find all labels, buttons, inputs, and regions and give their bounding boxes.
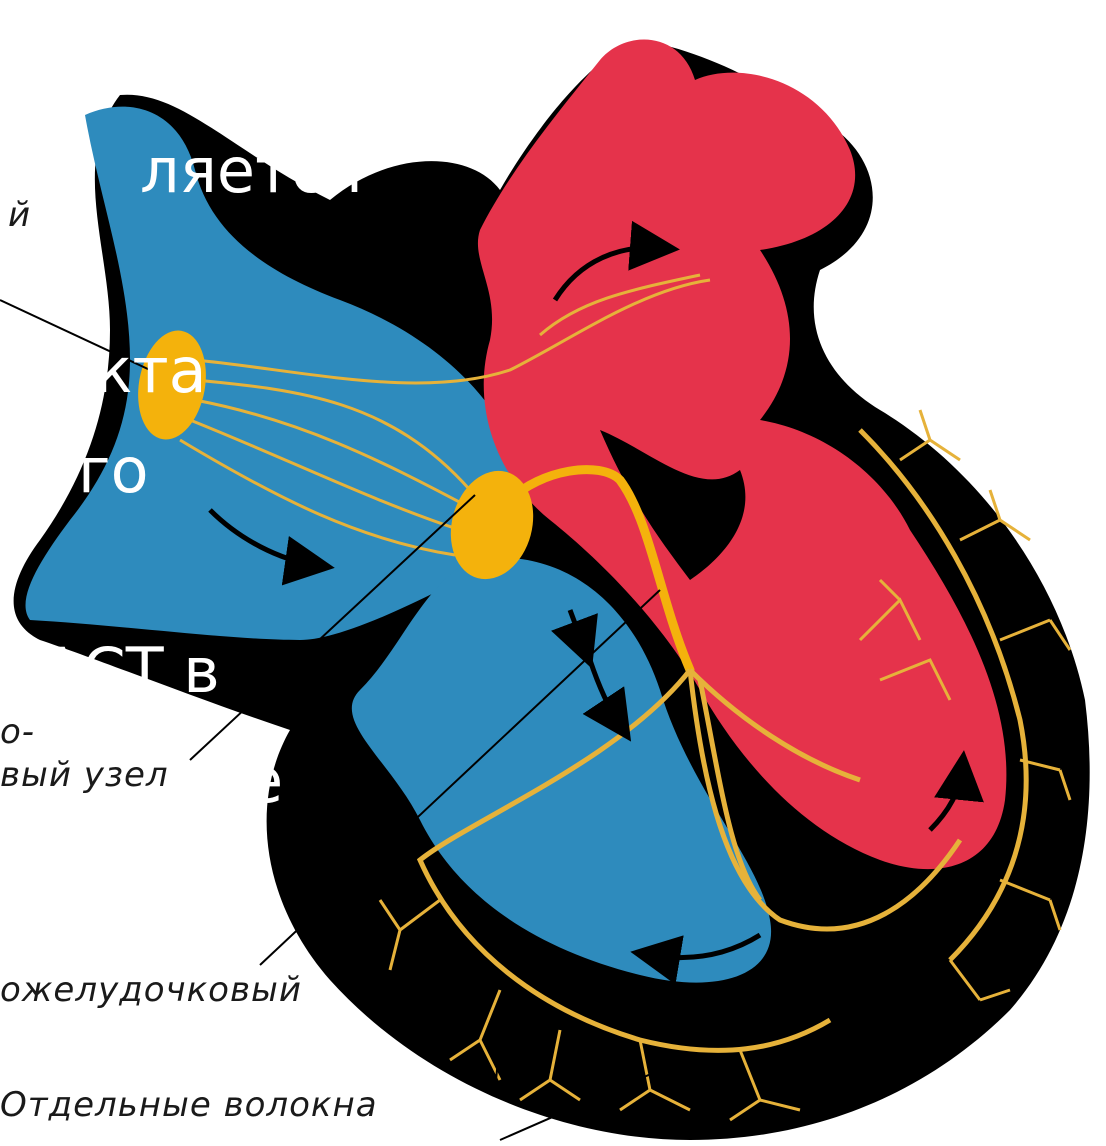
overlay-line-3: го xyxy=(78,440,149,502)
label-av-node-line2: вый узел xyxy=(0,755,169,795)
label-fibers: Отдельные волокна xyxy=(0,1085,378,1125)
overlay-line-4: АСТ в xyxy=(40,640,220,702)
overlay-line-5: е xyxy=(245,750,283,812)
label-av-node-line1: о- xyxy=(0,712,35,752)
overlay-line-2: кта xyxy=(95,340,207,402)
overlay-line-1: ляется xyxy=(140,140,363,202)
label-partial-top: й xyxy=(8,195,31,235)
label-bundle: ожелудочковый xyxy=(0,970,302,1010)
